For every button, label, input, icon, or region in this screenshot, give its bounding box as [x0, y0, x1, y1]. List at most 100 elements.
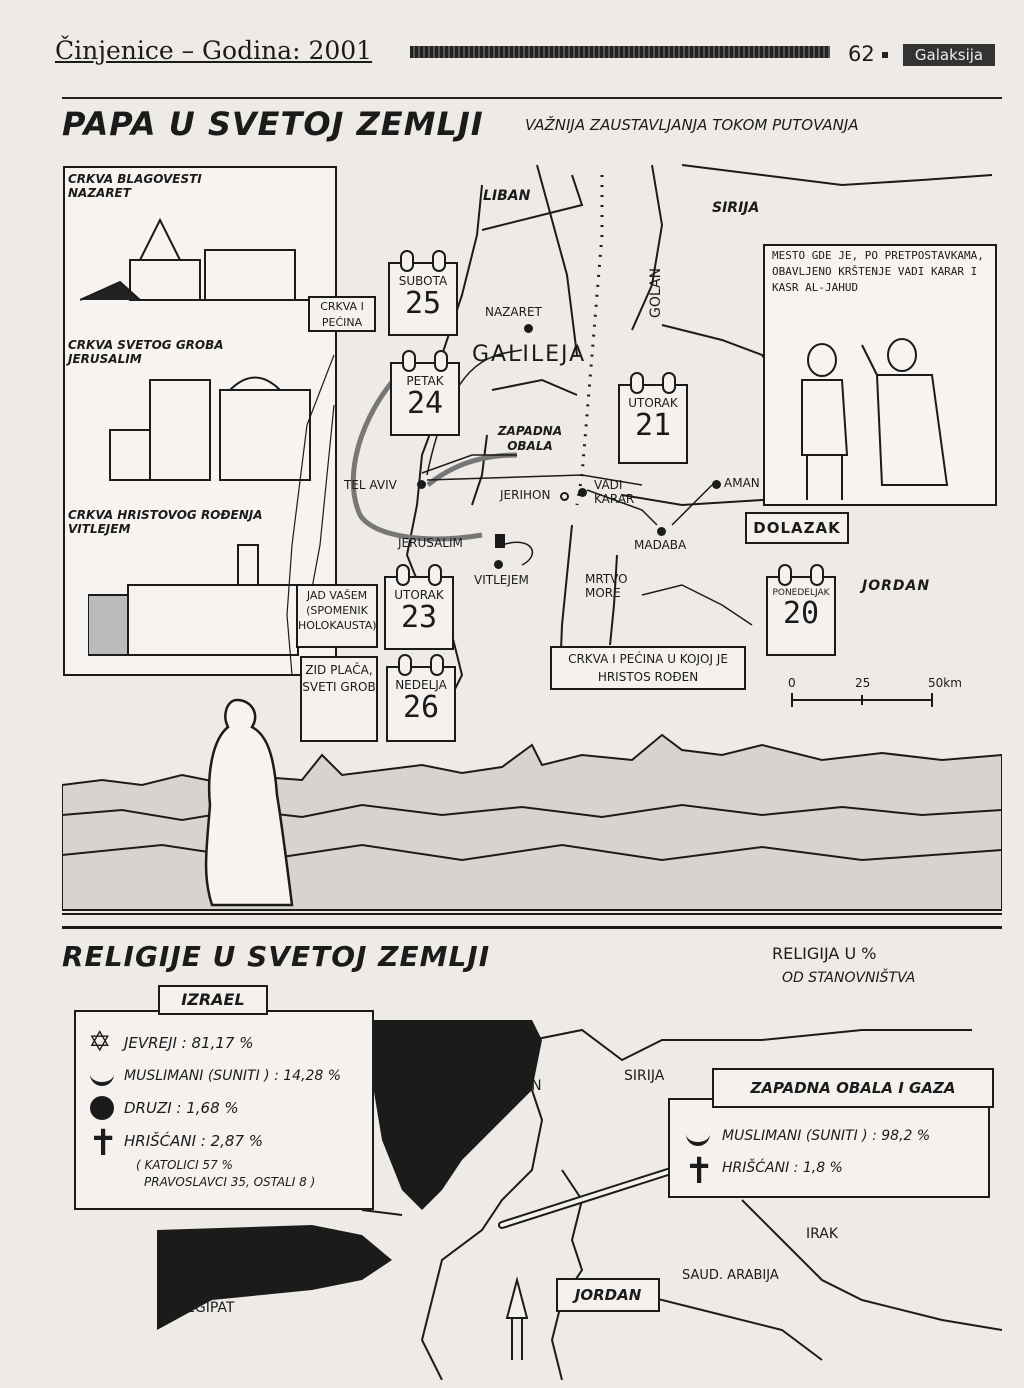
calendar-subota-25: SUBOTA 25 [388, 250, 458, 336]
region-jordan: JORDAN [862, 578, 931, 594]
calendar-date: 23 [400, 600, 438, 635]
callout-crkva-pecina: CRKVA I PEĆINA [308, 296, 376, 332]
calendar-ring [400, 250, 414, 272]
section-top-rule [62, 97, 1002, 99]
page-header: Činjenice – Godina: 2001 62 Galaksija [0, 0, 1024, 80]
church-nazaret-illustration [80, 217, 320, 301]
israel-row-text: DRUZI : 1,68 % [124, 1099, 239, 1117]
westbank-row-text: MUSLIMANI (SUNITI ) : 98,2 % [722, 1128, 931, 1144]
crescent-icon [90, 1062, 114, 1086]
dot-madaba [657, 527, 666, 536]
israel-row-jevreji: ✡ JEVREJI : 81,17 % [88, 1028, 368, 1058]
israel-note-2: PRAVOSLAVCI 35, OSTALI 8 ) [144, 1175, 316, 1189]
israel-row-druzi: DRUZI : 1,68 % [88, 1096, 368, 1122]
section2-title: RELIGIJE U SVETOJ ZEMLJI [62, 940, 491, 973]
calendar-ring [630, 372, 644, 394]
calendar-date: 26 [402, 690, 440, 725]
callout-jad-vasem: JAD VAŠEM (SPOMENIK HOLOKAUSTA) [296, 584, 378, 648]
calendar-ring [396, 564, 410, 586]
calendar-day: NEDELJA [395, 678, 447, 692]
map-label-egipat: EGIPAT [186, 1300, 235, 1316]
calendar-day: UTORAK [628, 396, 678, 410]
section-title: PAPA U SVETOJ ZEMLJI [62, 105, 484, 143]
header-section-title: Činjenice – Godina: 2001 [55, 36, 373, 65]
israel-row-hriscani: ✝ HRIŠĆANI : 2,87 % [88, 1126, 368, 1162]
region-mrtvo-more: MRTVO MORE [585, 572, 628, 600]
religion-map [157, 1020, 1002, 1380]
calendar-ring [434, 350, 448, 372]
section2-rule [62, 926, 1002, 929]
region-zapadna-obala: ZAPADNA OBALA [497, 424, 563, 453]
westbank-row-text: HRIŠĆANI : 1,8 % [722, 1160, 843, 1176]
section2-subtitle-2: OD STANOVNIŠTVA [782, 970, 916, 986]
calendar-nedelja-26: NEDELJA 26 [386, 654, 456, 742]
israel-row-text: HRIŠĆANI : 2,87 % [124, 1132, 264, 1150]
calendar-utorak-23: UTORAK 23 [384, 564, 454, 650]
callout-dolazak: DOLAZAK [745, 512, 849, 544]
israel-row-text: MUSLIMANI (SUNITI ) : 14,28 % [124, 1068, 342, 1084]
dot-jerusalim [495, 534, 505, 548]
crescent-icon [686, 1122, 710, 1146]
church-label-jerusalim: CRKVA SVETOG GROBA JERUSALIM [68, 338, 224, 366]
israel-row-text: JEVREJI : 81,17 % [124, 1034, 254, 1052]
circle-icon [90, 1096, 114, 1120]
dot-vadi-karar [578, 488, 587, 497]
dot-vitlejem [494, 560, 503, 569]
scale-mid: 25 [855, 676, 871, 690]
place-jerihon: JERIHON [500, 488, 551, 502]
calendar-ring [428, 564, 442, 586]
place-madaba: MADABA [634, 538, 687, 552]
map-label-irak: IRAK [806, 1226, 839, 1242]
church-label-nazaret: CRKVA BLAGOVESTI NAZARET [68, 172, 202, 200]
church-label-vitlejem: CRKVA HRISTOVOG ROĐENJA VITLEJEM [68, 508, 263, 536]
region-sirija: SIRIJA [712, 200, 760, 216]
calendar-day: UTORAK [394, 588, 444, 602]
israel-heading: IZRAEL [158, 985, 268, 1015]
calendar-day: SUBOTA [398, 274, 448, 288]
westbank-box [668, 1098, 990, 1198]
callout-baptism: MESTO GDE JE, PO PRETPOSTAVKAMA, OBAVLJE… [772, 249, 984, 294]
cross-icon: ✝ [88, 1123, 119, 1164]
israel-note-1: ( KATOLICI 57 % [136, 1158, 233, 1172]
calendar-ring [432, 250, 446, 272]
map-label-jordan: JORDAN [556, 1278, 660, 1312]
header-rule [410, 46, 830, 58]
section2-subtitle-1: RELIGIJA U % [772, 944, 877, 963]
westbank-row-muslimani: MUSLIMANI (SUNITI ) : 98,2 % [684, 1126, 984, 1152]
calendar-date: 24 [406, 386, 444, 421]
place-jerusalim: JERUSALIM [398, 536, 463, 550]
calendar-date: 25 [404, 286, 442, 321]
place-vadi-karar: VADI KARAR [594, 478, 635, 506]
calendar-date: 21 [634, 408, 672, 443]
israel-box [74, 1010, 374, 1210]
page-number-bullet [882, 52, 888, 58]
place-vitlejem: VITLEJEM [474, 573, 529, 587]
church-vitlejem-illustration [88, 544, 299, 656]
callout-crkva-rodjen: CRKVA I PEĆINA U KOJOJ JE HRISTOS ROĐEN [550, 646, 746, 690]
westbank-row-hriscani: ✝ HRIŠĆANI : 1,8 % [684, 1154, 984, 1190]
region-golan: GOLAN [648, 267, 664, 318]
section-subtitle: VAŽNIJA ZAUSTAVLJANJA TOKOM PUTOVANJA [525, 116, 859, 134]
calendar-date: 20 [782, 596, 820, 631]
callout-zid-placa: ZID PLAČA, SVETI GROB [300, 656, 378, 742]
calendar-ring [810, 564, 824, 586]
place-tel-aviv: TEL AVIV [344, 478, 397, 492]
israel-row-muslimani: MUSLIMANI (SUNITI ) : 14,28 % [88, 1066, 368, 1092]
star-of-david-icon: ✡ [88, 1025, 112, 1058]
scale-zero: 0 [788, 676, 796, 690]
calendar-ring [662, 372, 676, 394]
page-number: 62 [848, 42, 875, 66]
dot-tel-aviv [417, 480, 426, 489]
calendar-ring [778, 564, 792, 586]
calendar-ring [402, 350, 416, 372]
calendar-ring [398, 654, 412, 676]
church-jerusalim-illustration [109, 376, 311, 481]
brand-badge: Galaksija [903, 44, 995, 66]
place-aman: AMAN [724, 476, 760, 490]
calendar-ponedeljak-20: PONEDELJAK 20 [766, 564, 836, 656]
calendar-ring [430, 654, 444, 676]
map-label-liban: LIBAN [500, 1078, 542, 1094]
pilgrimage-map [62, 164, 1002, 915]
dot-aman [712, 480, 721, 489]
cross-icon: ✝ [684, 1151, 715, 1192]
